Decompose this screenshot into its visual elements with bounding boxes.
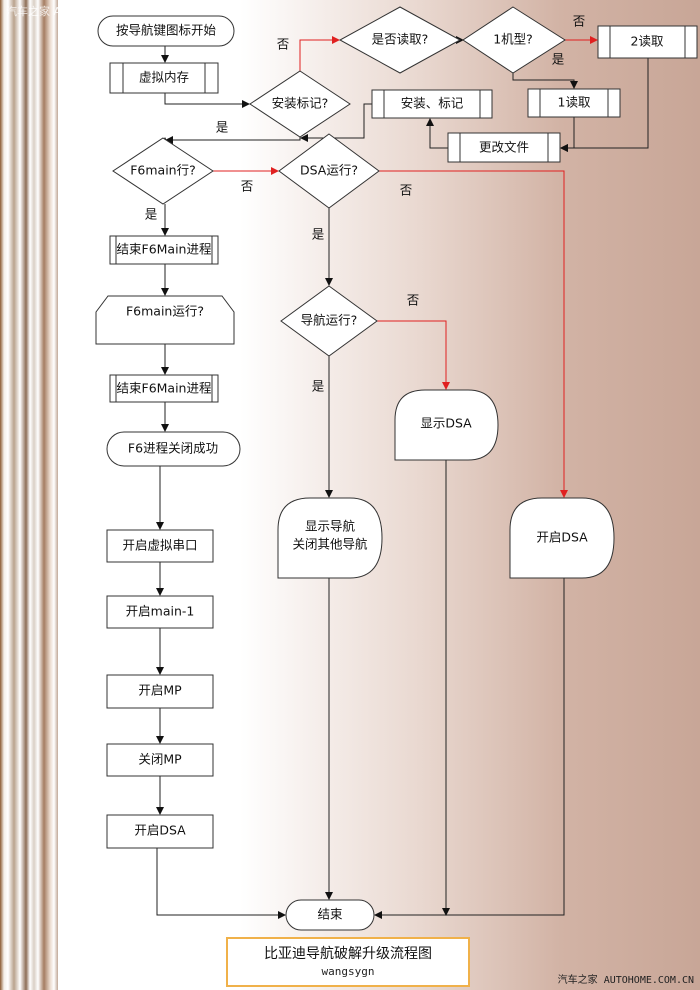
edge	[164, 93, 250, 108]
svg-text:关闭MP: 关闭MP	[138, 752, 182, 767]
label-no: 否	[407, 293, 420, 308]
edge	[560, 58, 649, 152]
svg-text:结束F6Main进程: 结束F6Main进程	[117, 242, 212, 257]
edge-no	[379, 170, 568, 498]
svg-text:更改文件: 更改文件	[479, 140, 529, 155]
svg-text:F6main运行?: F6main运行?	[126, 304, 204, 319]
process-modify-file: 更改文件	[447, 132, 561, 163]
preparation-f6main-run: F6main运行?	[95, 295, 235, 345]
svg-text:开启虚拟串口: 开启虚拟串口	[122, 538, 197, 553]
process-read1: 1读取	[527, 88, 621, 118]
process-close-mp: 关闭MP	[106, 743, 214, 777]
svg-text:开启DSA: 开启DSA	[134, 823, 186, 838]
svg-text:虚拟内存: 虚拟内存	[139, 70, 189, 85]
caption-author: wangsygn	[321, 965, 375, 978]
process-virtual-memory: 虚拟内存	[109, 62, 219, 94]
process-open-main1: 开启main-1	[106, 595, 214, 629]
svg-text:关闭其他导航: 关闭其他导航	[292, 537, 368, 552]
edge-no	[377, 320, 450, 390]
display-open-dsa-right: 开启DSA	[509, 497, 615, 579]
label-no: 否	[573, 14, 586, 29]
decision-f6main-run: F6main行?	[112, 137, 214, 205]
svg-text:F6进程关闭成功: F6进程关闭成功	[128, 441, 218, 456]
svg-text:F6main行?: F6main行?	[130, 163, 196, 178]
label-no: 否	[400, 183, 413, 198]
caption-title: 比亚迪导航破解升级流程图	[264, 946, 432, 962]
process-open-virtual-serial: 开启虚拟串口	[106, 529, 214, 563]
svg-text:2读取: 2读取	[631, 34, 664, 49]
process-end-f6main-1: 结束F6Main进程	[109, 235, 219, 265]
edge	[560, 117, 575, 152]
svg-text:结束: 结束	[317, 907, 343, 922]
label-yes: 是	[216, 120, 229, 135]
watermark-bottom: 汽车之家 AUTOHOME.COM.CN	[557, 975, 694, 986]
process-end-f6main-2: 结束F6Main进程	[109, 374, 219, 403]
edge-yes	[165, 136, 301, 144]
terminal-f6-closed-ok: F6进程关闭成功	[106, 431, 241, 467]
svg-text:安装、标记: 安装、标记	[401, 96, 464, 111]
watermark: 汽车之家 AUTOHOME.COM.CN	[6, 5, 167, 18]
label-yes: 是	[312, 379, 325, 394]
svg-text:1读取: 1读取	[558, 95, 591, 110]
edge	[374, 578, 565, 919]
binder-strip	[0, 0, 58, 990]
svg-text:开启main-1: 开启main-1	[126, 604, 195, 619]
svg-text:显示导航: 显示导航	[305, 519, 356, 534]
svg-text:1机型?: 1机型?	[493, 32, 533, 47]
decision-install-mark: 安装标记?	[249, 70, 351, 138]
edge	[426, 118, 448, 149]
process-open-dsa-left: 开启DSA	[106, 814, 214, 849]
decision-model1: 1机型?	[462, 6, 566, 74]
label-no: 否	[241, 179, 254, 194]
decision-nav-run: 导航运行?	[280, 285, 378, 357]
svg-text:安装标记?: 安装标记?	[272, 96, 329, 111]
edge	[156, 848, 286, 919]
display-show-nav: 显示导航 关闭其他导航	[277, 497, 383, 579]
label-yes: 是	[552, 52, 565, 67]
caption-box: 比亚迪导航破解升级流程图 wangsygn	[226, 937, 470, 987]
display-show-dsa: 显示DSA	[394, 389, 499, 461]
label-yes: 是	[312, 227, 325, 242]
svg-text:开启MP: 开启MP	[138, 683, 182, 698]
edge-no	[299, 36, 340, 71]
svg-text:按导航键图标开始: 按导航键图标开始	[116, 23, 217, 38]
start-terminal: 按导航键图标开始	[97, 15, 235, 47]
process-install-mark: 安装、标记	[371, 89, 493, 119]
svg-text:显示DSA: 显示DSA	[420, 416, 472, 431]
svg-text:是否读取?: 是否读取?	[372, 32, 429, 47]
svg-text:开启DSA: 开启DSA	[536, 530, 588, 545]
process-read2: 2读取	[597, 25, 698, 59]
decision-read: 是否读取?	[338, 6, 462, 74]
process-open-mp: 开启MP	[106, 674, 214, 709]
label-no: 否	[277, 37, 290, 52]
svg-text:结束F6Main进程: 结束F6Main进程	[117, 381, 212, 396]
decision-dsa-run: DSA运行?	[278, 133, 380, 209]
edge	[512, 73, 578, 89]
svg-text:导航运行?: 导航运行?	[301, 313, 358, 328]
svg-text:DSA运行?: DSA运行?	[300, 163, 358, 178]
end-terminal: 结束	[285, 899, 375, 931]
label-yes: 是	[145, 207, 158, 222]
